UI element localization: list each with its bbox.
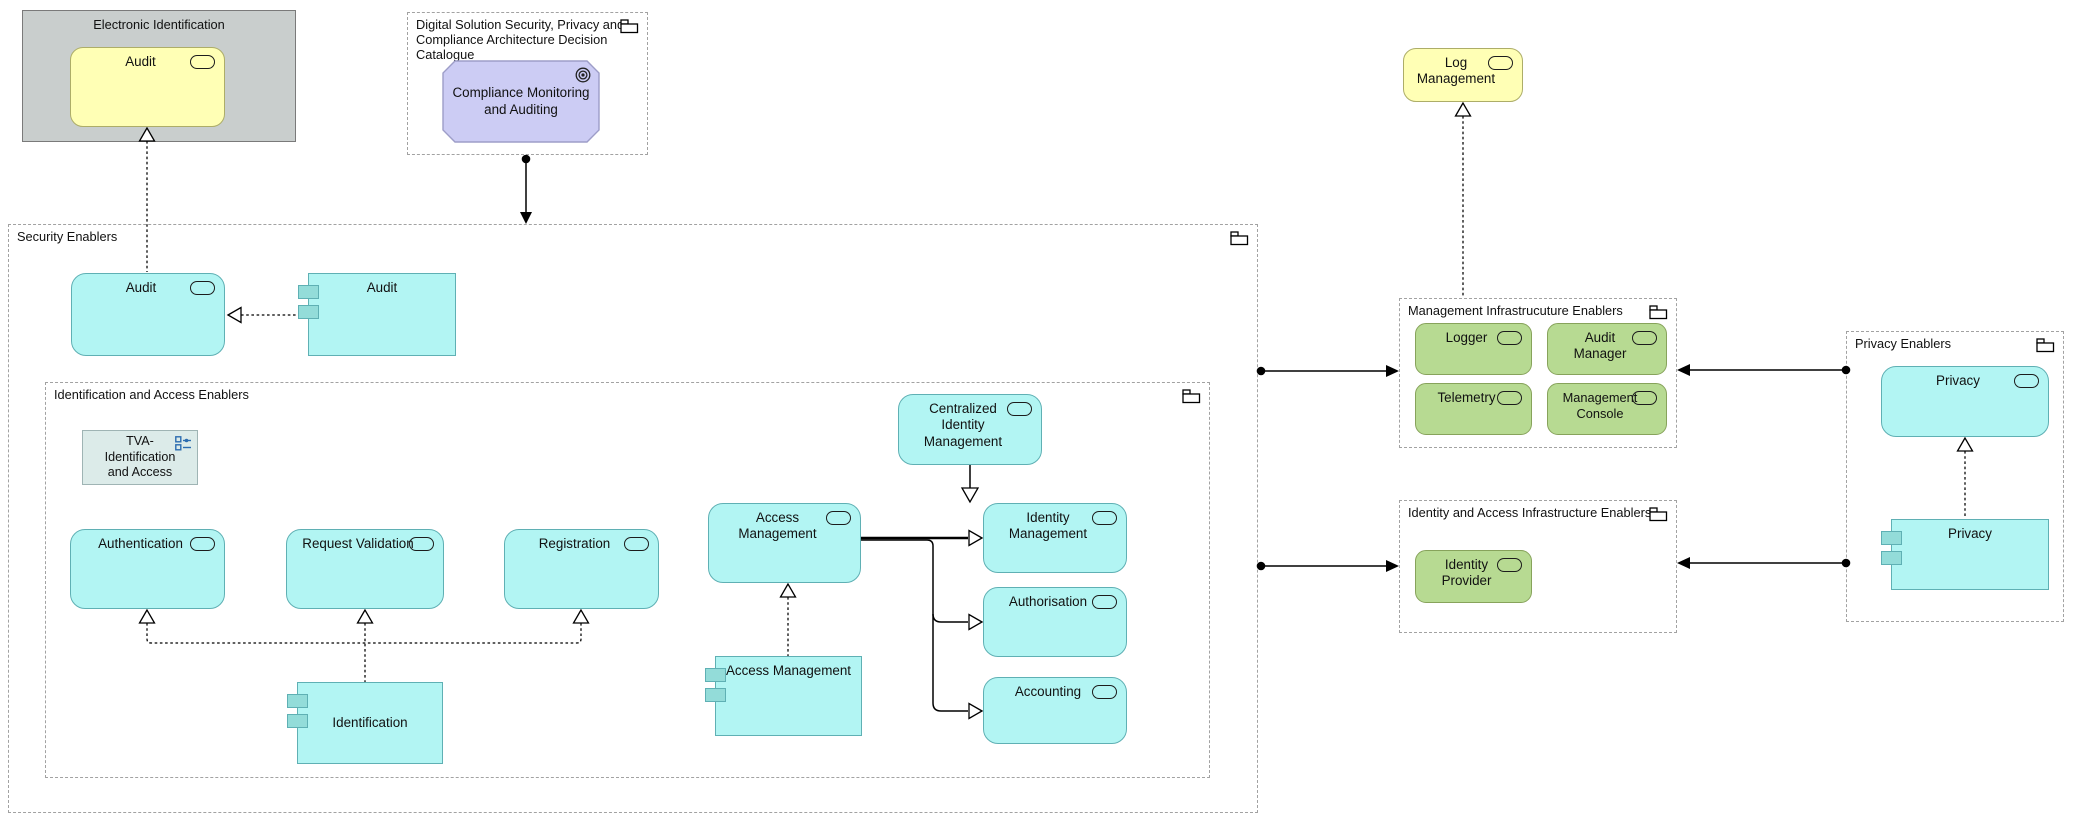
node-label: TVA- Identification and Access [104,434,176,480]
link-security-to-management-infra [1256,365,1399,377]
node-label: Audit [125,54,156,69]
group-title: Electronic Identification [93,17,225,32]
service-oval-icon [1497,331,1522,345]
node-management-console[interactable]: Management Console [1547,383,1667,435]
node-label: Access Management [725,663,852,678]
service-oval-icon [1092,685,1117,699]
node-label: Request Validation [302,536,414,551]
node-identity-provider[interactable]: Identity Provider [1415,550,1532,603]
service-oval-icon [1497,391,1522,405]
group-identification-access-enablers[interactable]: Identification and Access Enablers [45,382,1210,778]
component-icon [1881,531,1902,545]
folder-icon [1182,389,1201,404]
link-privacy-to-identity-infra [1677,557,1851,569]
node-label: Identification [332,714,408,730]
component-icon [298,305,319,319]
service-oval-icon [826,511,851,525]
folder-icon [1230,231,1249,246]
node-identity-management[interactable]: Identity Management [983,503,1127,573]
node-privacy-component[interactable]: Privacy [1881,519,2049,590]
component-icon [287,694,308,708]
group-management-infrastructure-enablers[interactable]: Management Infrastrucuture Enablers [1399,298,1677,448]
node-label: Compliance Monitoring and Auditing [452,84,590,117]
component-icon [705,688,726,702]
node-label: Privacy [1948,526,1992,541]
folder-icon [1649,305,1668,320]
service-oval-icon [2014,374,2039,388]
node-label: Audit [366,280,398,295]
service-oval-icon [1488,56,1513,70]
node-telemetry[interactable]: Telemetry [1415,383,1532,435]
node-label: Registration [538,536,611,551]
node-logger[interactable]: Logger [1415,323,1532,375]
node-label: Privacy [1936,373,1980,388]
link-privacy-to-management-infra [1677,364,1851,376]
service-oval-icon [1632,331,1657,345]
node-label: Accounting [1014,684,1082,699]
node-label: Identity Provider [1441,557,1492,589]
group-security-enablers[interactable]: Security Enablers [8,224,1258,813]
node-label: Management Console [1562,390,1638,421]
node-authorisation[interactable]: Authorisation [983,587,1127,657]
node-tva-identification-access[interactable]: TVA- Identification and Access [82,430,198,485]
group-title: Privacy Enablers [1855,336,1952,351]
node-label: Access Management [738,510,817,542]
component-icon [1881,551,1902,565]
motivation-shape [442,60,600,143]
group-privacy-enablers[interactable]: Privacy Enablers [1846,331,2064,622]
node-privacy-service[interactable]: Privacy [1881,366,2049,437]
view-reference-icon [175,436,191,451]
node-log-management[interactable]: Log Management [1403,48,1523,102]
link-security-to-identity-infra [1256,560,1399,572]
service-oval-icon [1007,402,1032,416]
node-audit-service[interactable]: Audit [71,273,225,356]
node-audit-application[interactable]: Audit [70,47,225,127]
node-audit-manager[interactable]: Audit Manager [1547,323,1667,375]
service-oval-icon [190,281,215,295]
node-accounting[interactable]: Accounting [983,677,1127,744]
group-title: Management Infrastrucuture Enablers [1408,303,1623,318]
folder-icon [2036,338,2055,353]
service-oval-icon [1497,558,1522,572]
component-icon [705,668,726,682]
node-label: Logger [1445,330,1488,345]
node-label: Identity Management [1008,510,1088,542]
node-compliance-monitoring[interactable]: Compliance Monitoring and Auditing [442,60,600,143]
node-label: Log Management [1416,55,1496,87]
group-identity-access-infrastructure-enablers[interactable]: Identity and Access Infrastructure Enabl… [1399,500,1677,633]
service-oval-icon [409,537,434,551]
node-access-management-service[interactable]: Access Management [708,503,861,583]
service-oval-icon [190,537,215,551]
group-title: Identification and Access Enablers [54,387,249,402]
link-catalogue-to-security-enablers [520,154,532,224]
component-icon [298,285,319,299]
node-access-management-component[interactable]: Access Management [705,656,862,736]
service-oval-icon [1632,391,1657,405]
component-icon [287,714,308,728]
node-label: Audit Manager [1573,330,1627,362]
node-label: Audit [125,280,157,295]
service-oval-icon [1092,511,1117,525]
goal-icon [575,67,591,83]
realization-to-log-management [1454,101,1472,297]
group-title: Digital Solution Security, Privacy and C… [416,17,625,63]
service-oval-icon [1092,595,1117,609]
node-label: Telemetry [1437,390,1496,405]
node-audit-component[interactable]: Audit [298,273,456,356]
node-registration[interactable]: Registration [504,529,659,609]
group-digital-solution-catalogue[interactable]: Digital Solution Security, Privacy and C… [407,12,648,155]
node-request-validation[interactable]: Request Validation [286,529,444,609]
node-centralized-identity-management[interactable]: Centralized Identity Management [898,394,1042,465]
node-identification-component[interactable]: Identification [287,682,443,764]
folder-icon [1649,507,1668,522]
group-title: Security Enablers [17,229,118,244]
node-label: Authorisation [1008,594,1088,609]
node-label: Centralized Identity Management [923,401,1003,449]
node-label: Authentication [98,536,183,551]
folder-icon [620,19,639,34]
service-oval-icon [190,55,215,69]
node-authentication[interactable]: Authentication [70,529,225,609]
group-title: Identity and Access Infrastructure Enabl… [1408,505,1652,520]
service-oval-icon [624,537,649,551]
